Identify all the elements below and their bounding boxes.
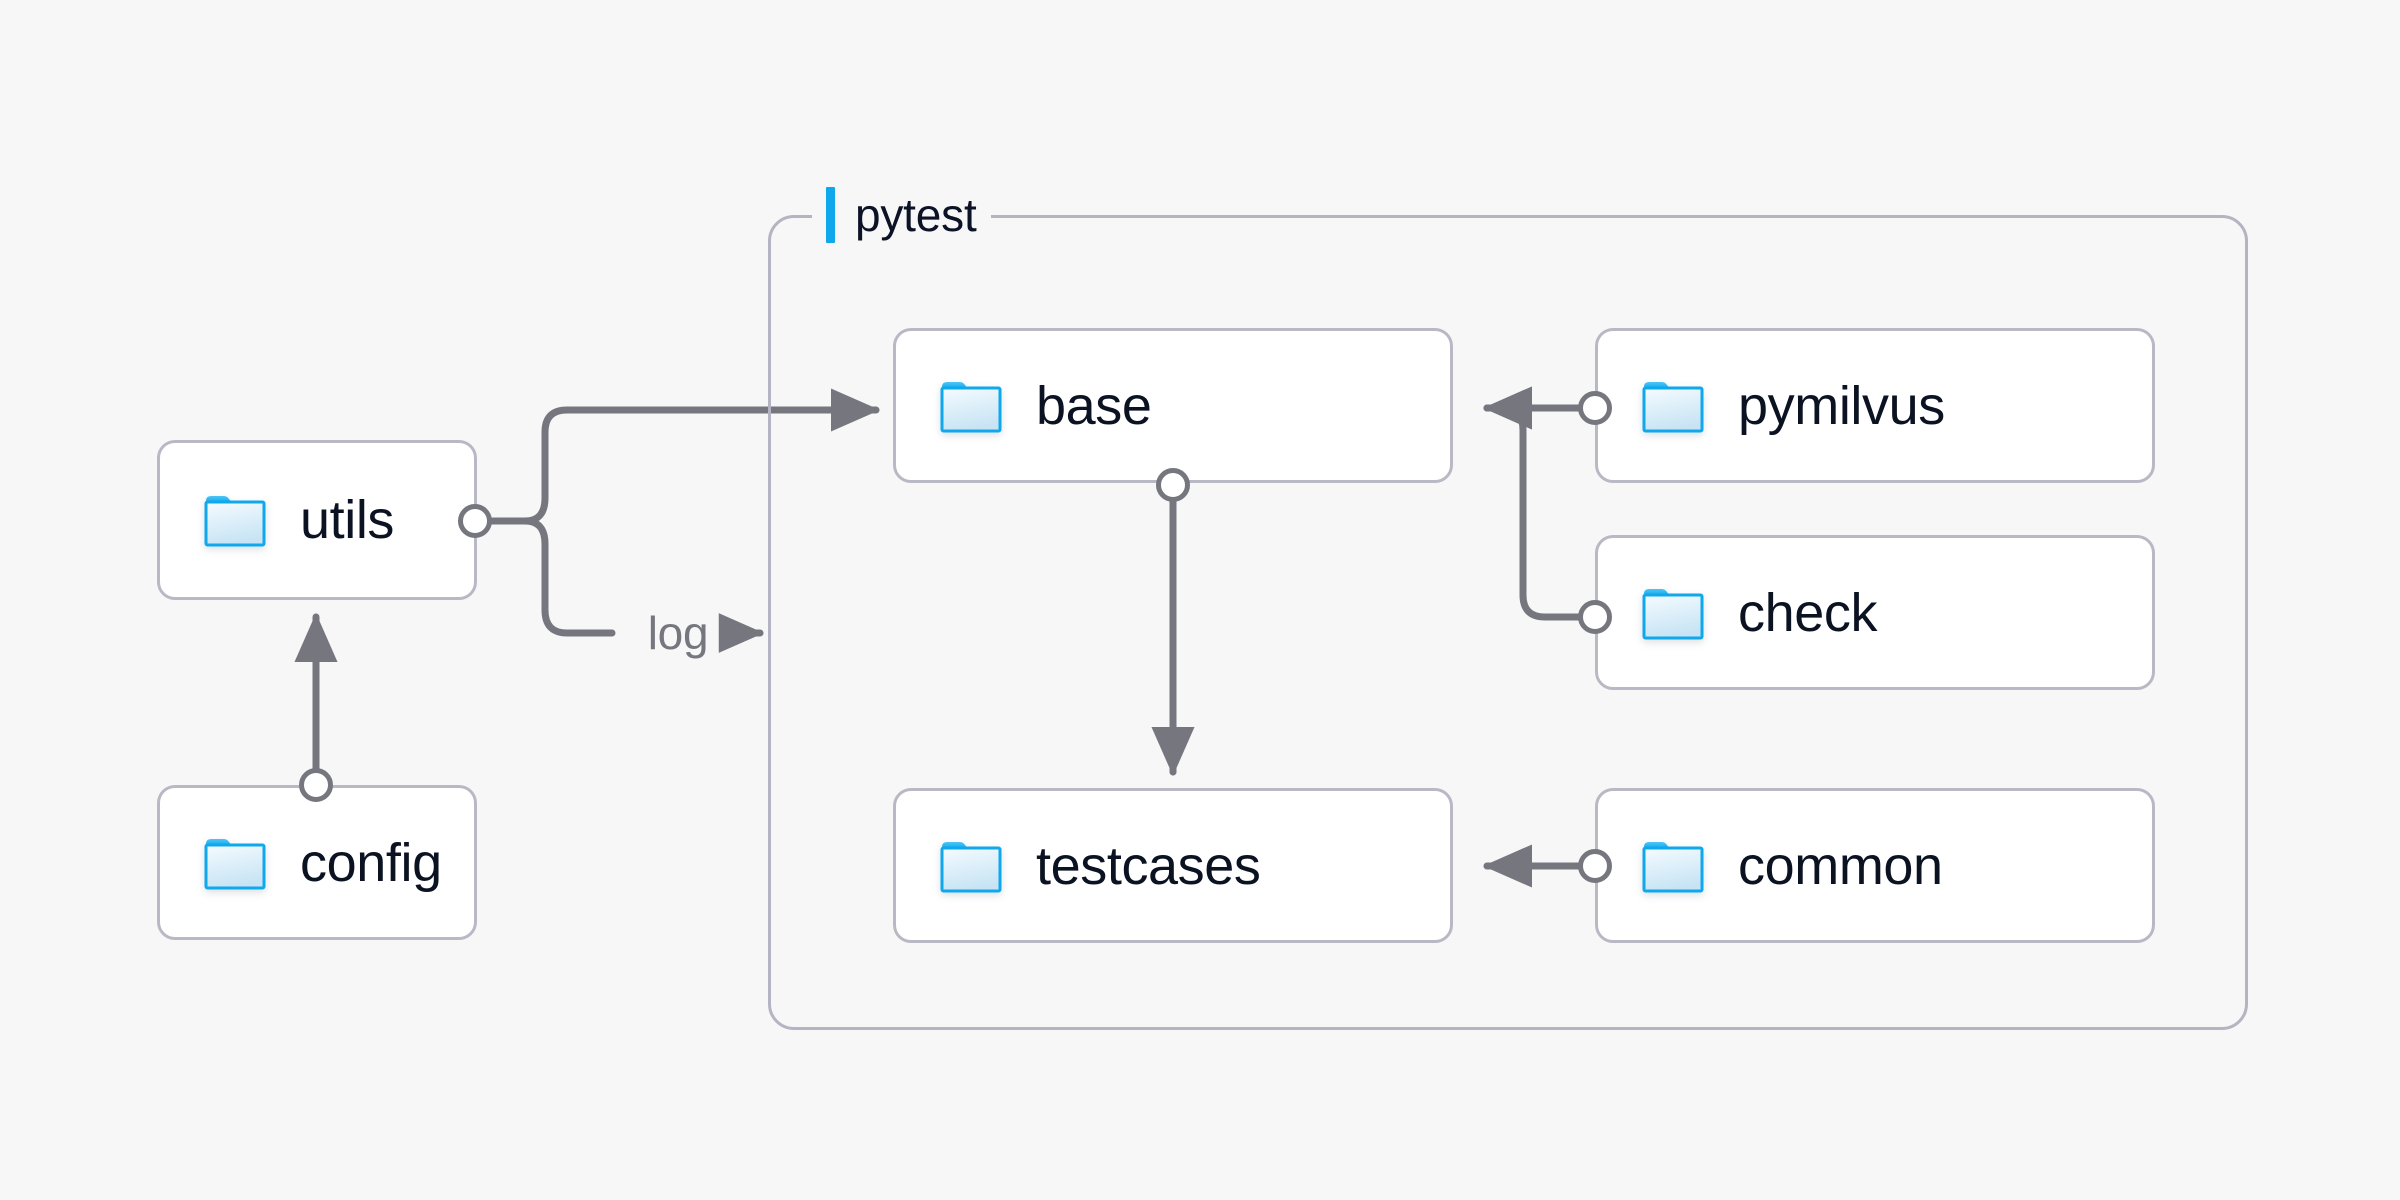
folder-icon: [1642, 588, 1704, 639]
edge-utils-to-pytest-log: [488, 517, 616, 637]
port-base-bottom[interactable]: [1156, 468, 1190, 502]
port-config-top[interactable]: [299, 768, 333, 802]
node-label: base: [1036, 375, 1152, 436]
node-utils[interactable]: utils: [157, 440, 477, 600]
node-label: testcases: [1036, 835, 1261, 896]
node-testcases[interactable]: testcases: [893, 788, 1453, 943]
folder-icon: [940, 381, 1002, 432]
node-label: check: [1738, 582, 1878, 643]
group-label-pytest: pytest: [812, 187, 991, 243]
port-utils-right[interactable]: [458, 504, 492, 538]
group-label-text: pytest: [855, 189, 977, 241]
folder-icon: [204, 496, 266, 547]
folder-icon: [1642, 381, 1704, 432]
edge-label-log: log: [637, 606, 719, 660]
node-common[interactable]: common: [1595, 788, 2155, 943]
node-check[interactable]: check: [1595, 535, 2155, 690]
folder-icon: [204, 838, 266, 889]
node-label: pymilvus: [1738, 375, 1945, 436]
port-pymilvus-left[interactable]: [1578, 391, 1612, 425]
group-container-pytest: [768, 215, 2248, 1030]
node-label: common: [1738, 835, 1943, 896]
node-base[interactable]: base: [893, 328, 1453, 483]
node-label: utils: [300, 490, 395, 550]
group-accent-bar: [826, 187, 835, 243]
node-pymilvus[interactable]: pymilvus: [1595, 328, 2155, 483]
port-common-left[interactable]: [1578, 849, 1612, 883]
node-config[interactable]: config: [157, 785, 477, 940]
port-check-left[interactable]: [1578, 600, 1612, 634]
folder-icon: [940, 841, 1002, 892]
folder-icon: [1642, 841, 1704, 892]
node-label: config: [300, 832, 442, 893]
